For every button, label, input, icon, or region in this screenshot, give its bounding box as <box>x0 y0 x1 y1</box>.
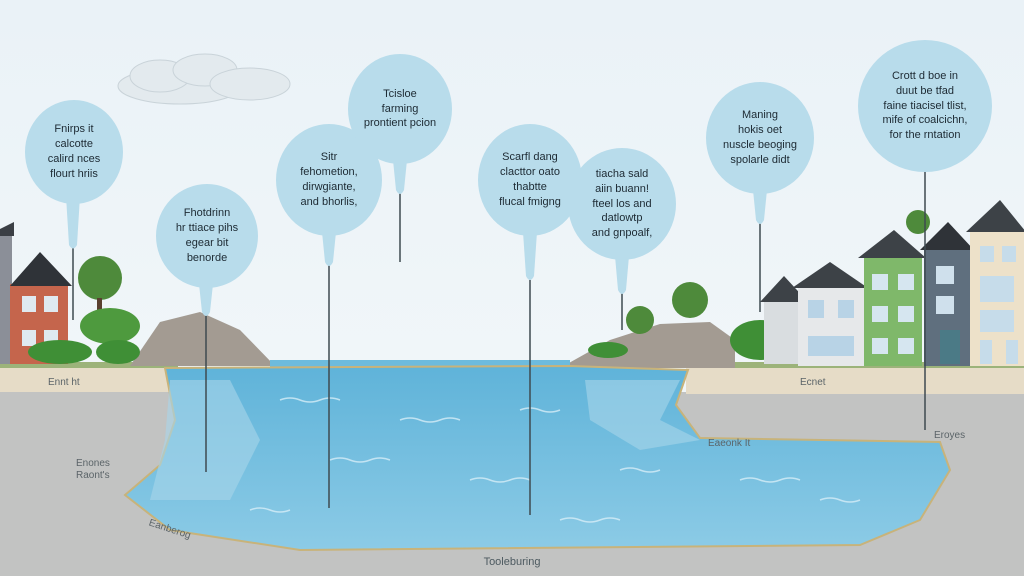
callout-bubble-1: Fnirps it calcotte calird nces flourt hr… <box>25 100 123 204</box>
left-shore <box>0 366 178 392</box>
water-ripples <box>249 397 861 523</box>
cloud <box>117 53 291 105</box>
callout-bubble-2: Fhotdrinn hr ttiace pihs egear bit benor… <box>156 184 258 288</box>
callout-bubble-7: Maning hokis oet nuscle beoging spolarle… <box>706 82 814 194</box>
callout-text-2: Fhotdrinn hr ttiace pihs egear bit benor… <box>175 207 239 264</box>
callout-text-7: Maning hokis oet nuscle beoging spolarle… <box>722 109 797 166</box>
left-shore-label: Ennt ht <box>48 377 80 388</box>
lake-bottom-label: Tooleburing <box>483 556 541 568</box>
left-rocks <box>130 312 275 366</box>
right-houses <box>760 200 1024 366</box>
callout-text-1: Fnirps it calcotte calird nces flourt hr… <box>47 123 101 180</box>
callout-text-5: Scarfl dang clacttor oato thabtte flucal… <box>499 151 561 208</box>
callout-text-3: Sitr fehometion, dirwgiante, and bhorlis… <box>300 151 358 208</box>
right-shore <box>686 366 1024 394</box>
right-bank-label: Eaeonk It <box>708 438 751 449</box>
callout-bubble-8: Crott d boe in duut be tfad faine tiacis… <box>858 40 992 172</box>
callout-bubble-5: Scarfl dang clacttor oato thabtte flucal… <box>478 124 582 236</box>
callout-bubble-6: tiacha sald aiin buann! fteel los and da… <box>568 148 676 260</box>
callout-bubble-3: Sitr fehometion, dirwgiante, and bhorlis… <box>276 124 382 236</box>
lake-water <box>123 364 952 552</box>
left-houses <box>0 222 140 364</box>
callout-text-4: Tcisloe farming prontient pcion <box>363 87 437 130</box>
callout-pins <box>72 172 926 515</box>
right-shore-label: Ecnet <box>800 377 826 388</box>
callout-text-8: Crott d boe in duut be tfad faine tiacis… <box>882 69 968 142</box>
far-right-label: Eroyes <box>934 430 966 441</box>
callout-text-6: tiacha sald aiin buann! fteel los and da… <box>591 167 653 240</box>
left-bank-label: Enones Raont's <box>76 458 110 481</box>
callout-bubble-4: Tcisloe farming prontient pcion <box>348 54 452 164</box>
bubble-tails <box>66 160 767 316</box>
